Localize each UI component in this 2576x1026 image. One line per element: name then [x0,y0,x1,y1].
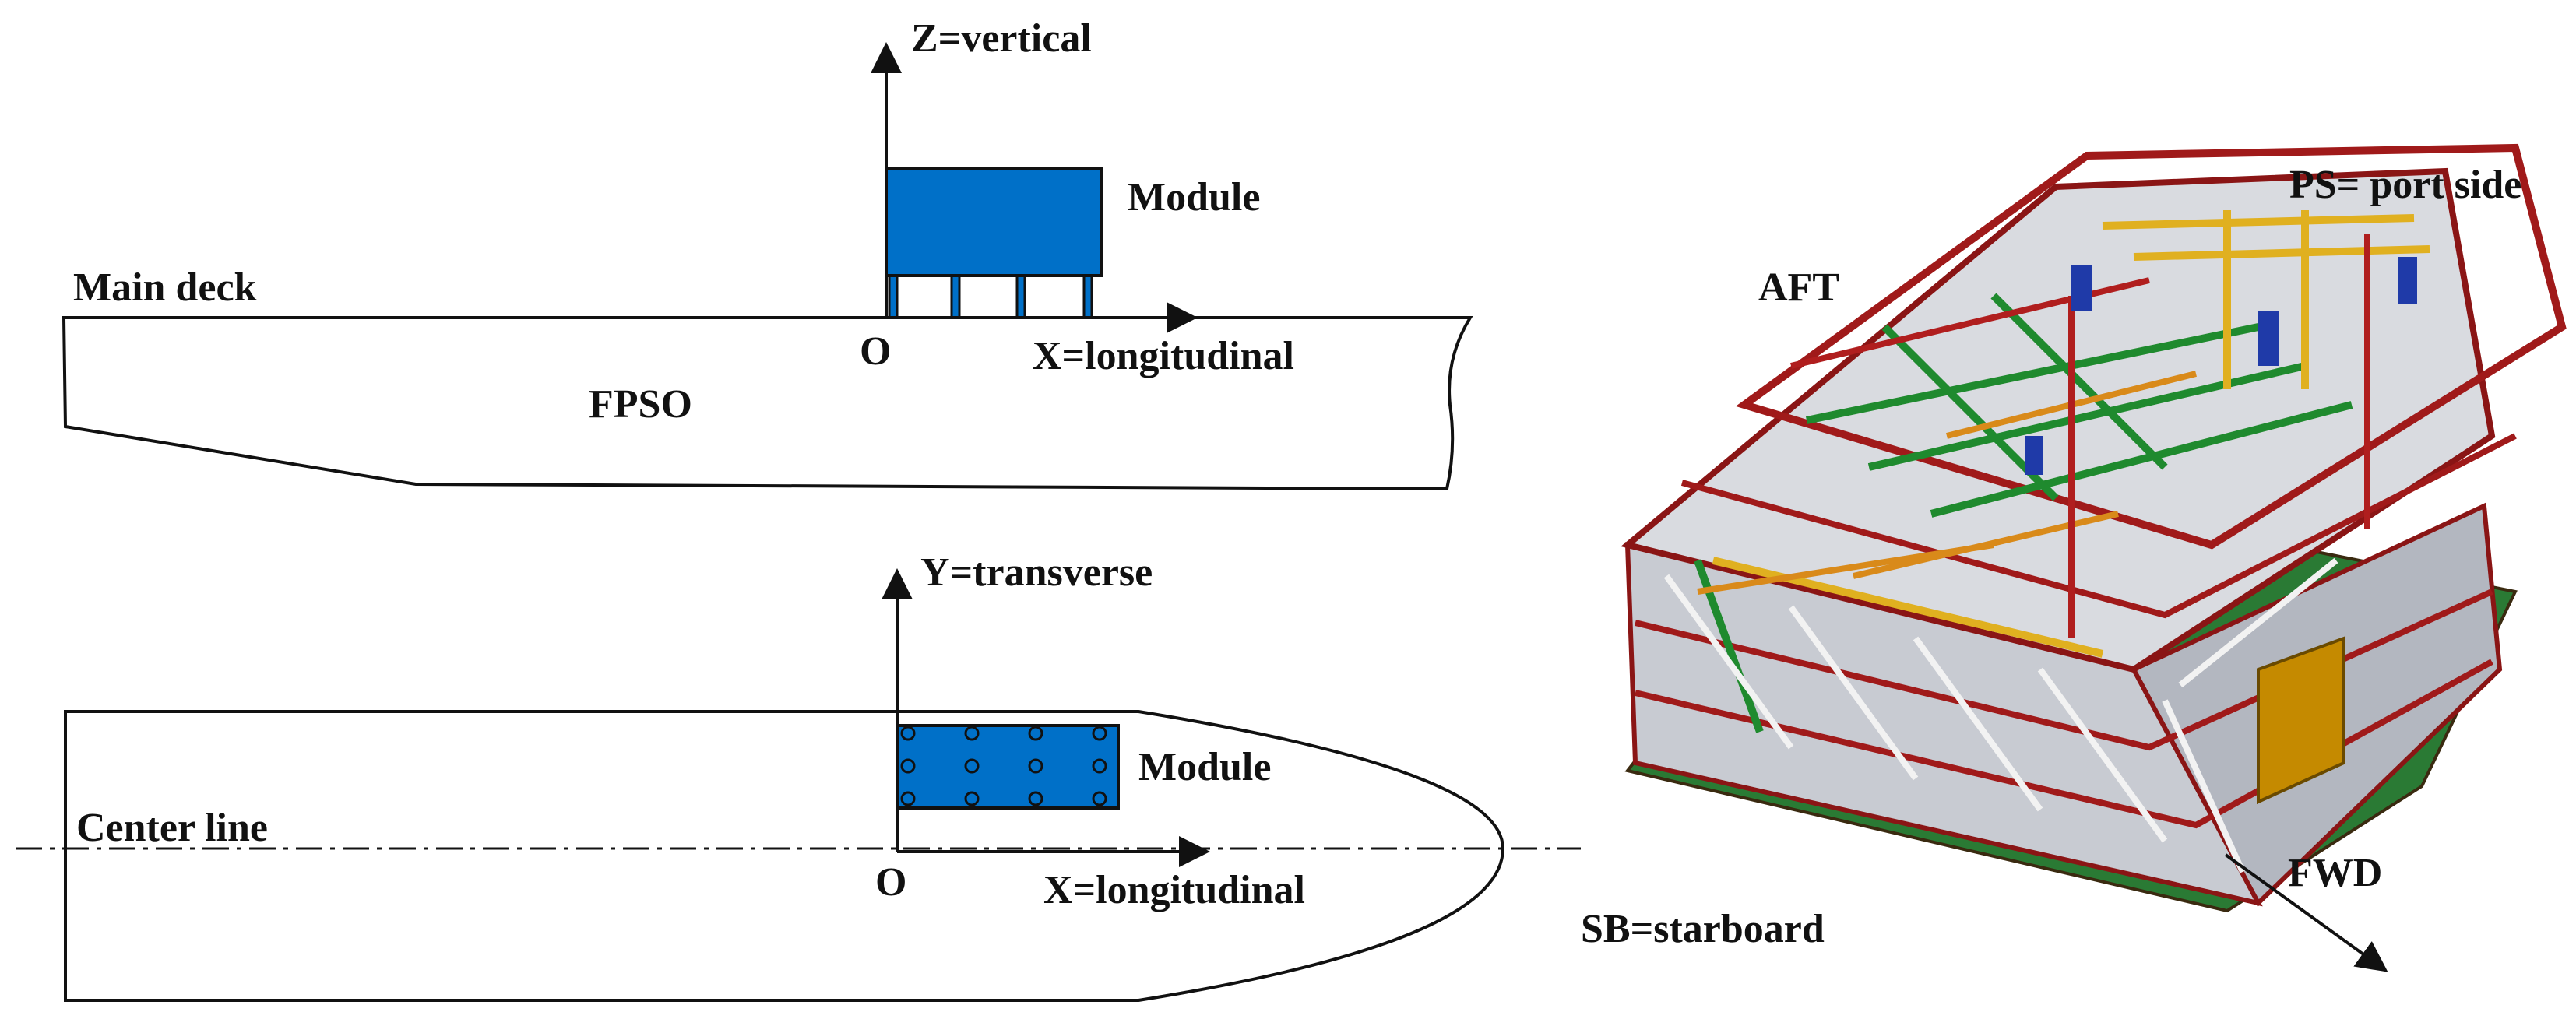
fwd-arrow [2224,853,2388,972]
module-block-plan [896,724,1120,810]
module-label-elevation: Module [1128,175,1260,220]
x-axis-label-elevation: X=longitudinal [1033,334,1294,378]
piping-white-braces [1663,557,2338,873]
origin-label-elevation: O [860,329,891,374]
fpso-hull-plan [64,710,1505,1002]
z-axis-label: Z=vertical [911,16,1092,61]
equipment-blue [2025,257,2417,475]
equipment-panel-amber [2257,636,2345,805]
centerline-label: Center line [76,806,268,850]
module-legs [888,272,1093,319]
main-deck-label: Main deck [73,265,257,310]
aft-label: AFT [1758,265,1839,310]
y-axis-label: Y=transverse [920,550,1153,595]
elevation-view: Z=vertical Module Main deck O X=longitud… [62,16,1473,491]
module-label-plan: Module [1138,745,1271,789]
starboard-label: SB=starboard [1581,907,1825,951]
fwd-label: FWD [2288,851,2382,895]
module-block-elevation [885,167,1103,277]
module-support-points [900,726,1107,806]
deck-level-lines [1635,433,2517,829]
port-side-label: PS= port side [2289,163,2521,207]
x-axis-label-plan: X=longitudinal [1043,868,1305,912]
origin-label-plan: O [875,860,906,905]
module-upper-block [1735,143,2567,550]
plan-view: Y=transverse Module Center line O X=long… [16,550,1581,1002]
fpso-label: FPSO [589,382,692,427]
fpso-hull-elevation [62,316,1473,491]
module-3d-model: AFT PS= port side SB=starboard FWD [1581,143,2567,972]
